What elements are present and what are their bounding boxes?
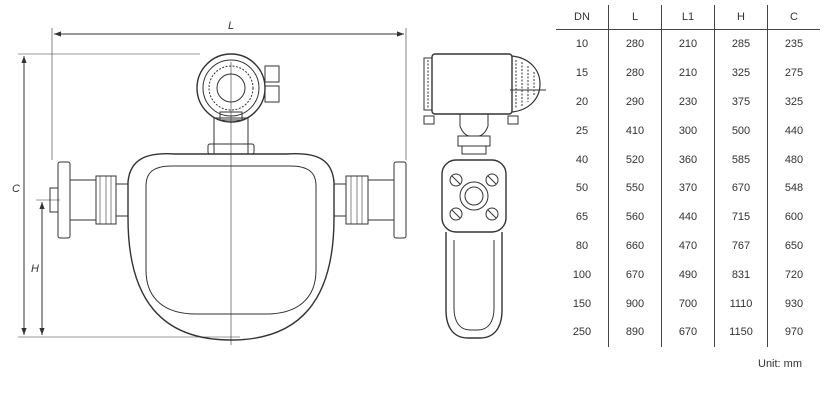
table-cell: 650 [767, 231, 820, 261]
table-cell: 360 [661, 145, 715, 174]
table-cell: 890 [608, 317, 662, 347]
table-cell: 410 [608, 116, 662, 146]
table-cell: 670 [661, 317, 715, 347]
table-cell: 370 [661, 173, 715, 203]
table-cell: 660 [608, 231, 662, 261]
table-cell: 250 [572, 326, 592, 339]
table-cell: 715 [714, 202, 768, 232]
table-header-row: DN L L1 H C [556, 5, 820, 30]
table-cell: 25 [575, 124, 589, 137]
table-cell: 100 [572, 268, 592, 281]
table-cell: 325 [714, 58, 768, 88]
table-cell: 767 [714, 231, 768, 261]
table-cell: 275 [767, 58, 820, 88]
table-cell: 831 [714, 260, 768, 290]
front-view [18, 28, 407, 345]
table-cell: 440 [661, 202, 715, 232]
flowmeter-drawing: L C H [12, 20, 546, 345]
table-cell: 550 [608, 173, 662, 203]
table-cell: 900 [608, 289, 662, 318]
sensor-body [127, 153, 335, 341]
table-cell: 670 [608, 260, 662, 290]
column-header-l1: L1 [661, 5, 715, 30]
table-cell: 230 [661, 87, 715, 117]
table-cell: 470 [661, 231, 715, 261]
table-cell: 1110 [714, 289, 768, 318]
table-cell: 500 [714, 116, 768, 146]
dimension-h-label: H [31, 263, 39, 275]
transmitter-head-side [431, 53, 513, 115]
flange-face [441, 159, 507, 233]
side-view [423, 53, 546, 339]
table-cell: 480 [767, 145, 820, 174]
column-header-c: C [767, 5, 820, 30]
table-cell: 150 [572, 297, 592, 310]
table-cell: 280 [608, 58, 662, 88]
table-cell: 930 [767, 289, 820, 318]
column-header-l: L [608, 5, 662, 30]
table-cell: 210 [661, 58, 715, 88]
table-cell: 40 [575, 153, 589, 166]
table-cell: 970 [767, 317, 820, 347]
table-cell: 700 [661, 289, 715, 318]
table-cell: 300 [661, 116, 715, 146]
column-header-dn: DN [556, 5, 609, 30]
table-cell: 325 [767, 87, 820, 117]
table-cell: 440 [767, 116, 820, 146]
table-cell: 20 [575, 95, 589, 108]
column-header-h: H [714, 5, 768, 30]
table-cell: 720 [767, 260, 820, 290]
table-cell: 210 [661, 29, 715, 59]
table-cell: 285 [714, 29, 768, 59]
table-cell: 585 [714, 145, 768, 174]
table-cell: 560 [608, 202, 662, 232]
dimension-l-label: L [228, 20, 234, 32]
table-cell: 548 [767, 173, 820, 203]
table-cell: 600 [767, 202, 820, 232]
table-cell: 1150 [714, 317, 768, 347]
table-cell: 375 [714, 87, 768, 117]
table-cell: 670 [714, 173, 768, 203]
table-cell: 65 [575, 211, 589, 224]
table-cell: 490 [661, 260, 715, 290]
table-cell: 290 [608, 87, 662, 117]
unit-note: Unit: mm [758, 358, 802, 370]
table-cell: 10 [575, 38, 589, 51]
table-cell: 520 [608, 145, 662, 174]
table-cell: 80 [575, 239, 589, 252]
table-cell: 15 [575, 67, 589, 80]
table-cell: 235 [767, 29, 820, 59]
dimension-c-label: C [12, 183, 20, 195]
table-cell: 280 [608, 29, 662, 59]
table-cell: 50 [575, 182, 589, 195]
